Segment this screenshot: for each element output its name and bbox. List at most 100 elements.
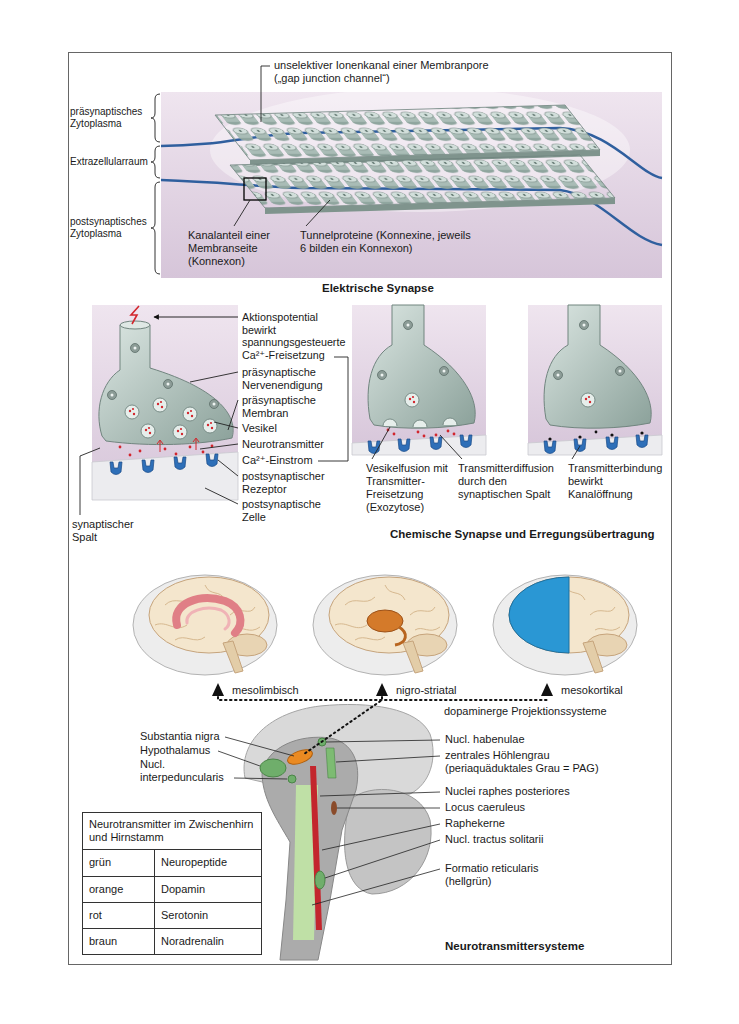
vesicle xyxy=(141,424,155,438)
table-cell: Dopamin xyxy=(155,876,261,902)
calcium-influx-arrow xyxy=(157,438,199,452)
synapse-stage xyxy=(528,305,662,455)
leader-lines xyxy=(80,357,348,515)
bound-transmitter xyxy=(548,431,643,441)
nucleus-tractus-solitarii xyxy=(315,871,325,889)
ion-channel xyxy=(378,371,387,380)
callout-label: Neurotransmitter xyxy=(242,438,342,451)
receptor xyxy=(430,437,442,450)
cerebellum xyxy=(345,789,432,894)
structure-label: Raphekerne xyxy=(445,817,645,830)
callout-label: präsynaptische Membran xyxy=(242,394,342,420)
callout-label: unselektiver Ionenkanal einer Membranpor… xyxy=(274,59,502,85)
ion-channel xyxy=(554,371,563,380)
table-cell: rot xyxy=(83,902,155,928)
hypothalamus xyxy=(260,759,286,777)
table-cell: grün xyxy=(83,849,155,875)
ion-channel xyxy=(108,391,117,400)
ion-channel xyxy=(440,367,449,376)
section-caption: Elektrische Synapse xyxy=(322,282,492,296)
structure-label: Nucl. tractus solitarii xyxy=(445,833,645,846)
vesicle xyxy=(203,419,217,433)
receptor xyxy=(574,439,586,452)
leader-lines xyxy=(372,427,580,459)
locus-caeruleus xyxy=(331,801,337,815)
brain-figure xyxy=(493,575,637,675)
section-caption: Neurotransmittersysteme xyxy=(445,940,645,954)
pointer-triangle xyxy=(212,683,224,696)
callout-label: Ca²⁺-Einstrom xyxy=(242,454,342,467)
interpeduncular-nucleus xyxy=(288,775,296,783)
projection-label: mesokortikal xyxy=(561,684,651,697)
table-cell: Noradrenalin xyxy=(155,928,261,954)
action-potential-symbol xyxy=(131,306,139,324)
structure-label: Formatio reticularis (hellgrün) xyxy=(445,862,555,888)
ion-channel xyxy=(616,367,625,376)
ion-channel xyxy=(164,380,173,389)
structure-label: zentrales Höhlengrau (periaquäduktales G… xyxy=(445,749,620,775)
highlight xyxy=(210,88,630,212)
postsynaptic-cell xyxy=(352,435,486,455)
legend-table: Neurotransmitter im Zwischenhirn und Hir… xyxy=(82,812,262,955)
structure-label: Nucl. interpeduncularis xyxy=(140,758,232,784)
structure-label: Locus caeruleus xyxy=(445,801,645,814)
receptor xyxy=(606,437,618,450)
vesicle xyxy=(405,393,419,407)
callout-label: präsynaptische Nervenendigung xyxy=(242,366,342,392)
table-cell: Neuropeptide xyxy=(155,849,261,875)
callout-label: Kanalanteil einer Membranseite (Konnexon… xyxy=(188,229,282,268)
nerve-terminal xyxy=(99,325,233,445)
frame-border xyxy=(69,53,672,965)
synapse-ground xyxy=(528,305,662,455)
callout-label: postsynaptische Zelle xyxy=(242,498,342,524)
table-cell: braun xyxy=(83,928,155,954)
projection-label: dopaminerge Projektionssysteme xyxy=(444,705,644,718)
raphe-nuclei xyxy=(310,766,322,930)
receptor xyxy=(174,457,186,470)
receptor xyxy=(398,439,410,452)
vesicle xyxy=(581,393,595,407)
transmitter-dots xyxy=(119,445,214,457)
projection-label: nigro-striatal xyxy=(396,684,486,697)
table-cell: orange xyxy=(83,876,155,902)
projection-label: mesolimbisch xyxy=(232,684,312,697)
leader-lines xyxy=(234,66,330,226)
fusing-vesicle xyxy=(383,418,457,427)
leader-arrow xyxy=(154,317,238,318)
postsynaptic-cell xyxy=(92,452,238,500)
callout-label: postsynaptischer Rezeptor xyxy=(242,470,342,496)
receptor xyxy=(206,454,218,467)
step-label: Vesikelfusion mit Transmitter-Freisetzun… xyxy=(366,462,454,514)
brain-figure xyxy=(133,575,277,675)
pointer-triangle xyxy=(541,683,553,696)
vesicle xyxy=(183,407,197,421)
vesicle xyxy=(125,405,139,419)
postsynaptic-cell xyxy=(528,435,662,455)
ion-channel xyxy=(210,400,219,409)
mesocortical-path xyxy=(509,577,569,653)
structure-label: Nuclei raphes posteriores xyxy=(445,785,645,798)
synapse-ground xyxy=(352,305,486,455)
synapse-ground xyxy=(92,305,238,500)
step-label: Transmitterdiffusion durch den synaptisc… xyxy=(458,462,562,501)
receptor xyxy=(544,441,556,454)
receptor xyxy=(636,435,648,448)
table-cell: Serotonin xyxy=(155,902,261,928)
vesicle xyxy=(173,425,187,439)
axon-end xyxy=(120,321,150,329)
vesicle xyxy=(153,398,167,412)
step-label: Transmitterbindung bewirkt Kanalöffnung xyxy=(568,462,666,501)
pointer-triangle xyxy=(376,683,388,696)
brace xyxy=(151,94,160,274)
periaqueductal-grey xyxy=(326,748,336,778)
ion-channel xyxy=(580,321,589,330)
ion-channel xyxy=(404,321,413,330)
mesolimbic-path xyxy=(176,598,240,633)
nerve-terminal xyxy=(368,305,475,428)
region-label: präsynaptisches Zytoplasma xyxy=(70,106,150,130)
table-header: Neurotransmitter im Zwischenhirn und Hir… xyxy=(83,813,261,849)
callout-label: Tunnelproteine (Konnexine, jeweils 6 bil… xyxy=(300,229,478,255)
connexon-marker xyxy=(244,178,266,200)
nigrostriatal-path xyxy=(367,610,405,645)
